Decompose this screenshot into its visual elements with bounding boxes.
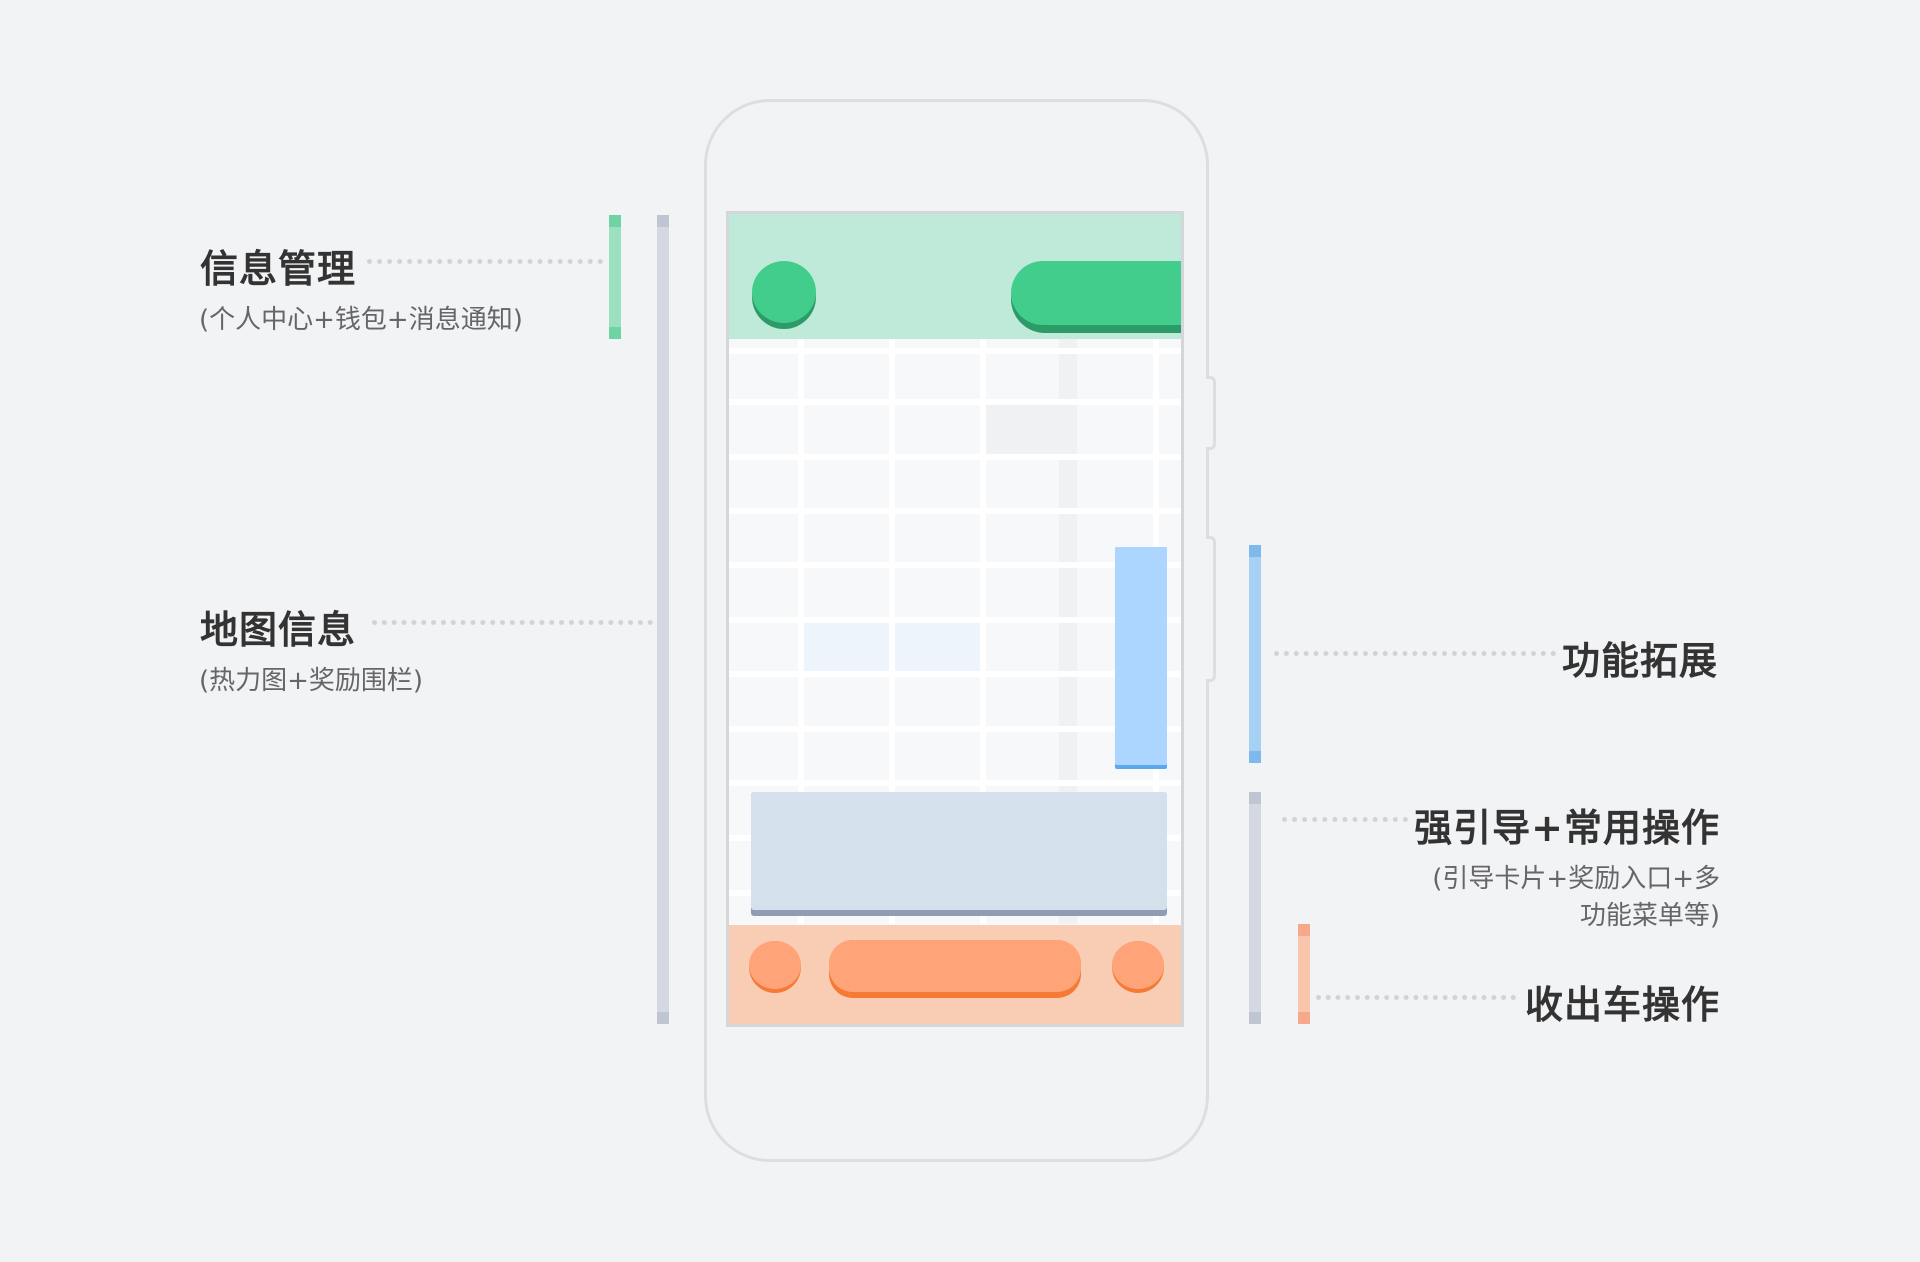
- map-road: [729, 617, 1181, 623]
- function-extension-title: 功能拓展: [1562, 639, 1719, 683]
- map-road: [729, 780, 1181, 786]
- map-road: [729, 562, 1181, 568]
- function-extension-panel[interactable]: [1115, 547, 1167, 765]
- map-road: [889, 339, 895, 924]
- info-management-leader-line: [367, 259, 603, 264]
- start-stop-button[interactable]: [829, 940, 1081, 992]
- parking-bracket: [1298, 924, 1310, 1024]
- info-management-zone: [729, 214, 1181, 339]
- heatmap-cell: [804, 623, 889, 671]
- phone-side-button-bottom: [1206, 536, 1216, 682]
- function-extension-leader-line: [1274, 651, 1556, 656]
- map-info-bracket: [657, 215, 669, 1024]
- map-road: [980, 339, 986, 924]
- guidance-subtitle-line1: (引导卡片+奖励入口+多: [1432, 864, 1720, 894]
- map-road: [729, 508, 1181, 514]
- map-info-title: 地图信息: [200, 608, 357, 652]
- map-road: [729, 348, 1181, 354]
- parking-leader-line: [1316, 995, 1516, 1000]
- map-main-road: [1059, 339, 1077, 924]
- guidance-leader-line: [1282, 817, 1408, 822]
- parking-title: 收出车操作: [1524, 983, 1720, 1027]
- map-building: [986, 405, 1059, 454]
- map-road: [729, 399, 1181, 405]
- map-road: [798, 339, 804, 924]
- info-management-subtitle: (个人中心+钱包+消息通知): [199, 305, 523, 335]
- phone-side-button-top: [1206, 376, 1216, 450]
- map-road: [729, 454, 1181, 460]
- wallet-message-pill[interactable]: [1011, 261, 1181, 325]
- left-action-button[interactable]: [749, 941, 801, 989]
- info-management-bracket: [609, 215, 621, 339]
- guidance-title: 强引导+常用操作: [1414, 806, 1720, 850]
- parking-action-zone: [729, 925, 1181, 1024]
- function-extension-bracket: [1249, 545, 1261, 763]
- map-road: [729, 671, 1181, 677]
- map-info-leader-line: [372, 620, 653, 625]
- map-road: [729, 726, 1181, 732]
- guide-card[interactable]: [751, 792, 1167, 910]
- guidance-subtitle-line2: 功能菜单等): [1579, 901, 1720, 931]
- right-action-button[interactable]: [1112, 941, 1164, 989]
- map-info-subtitle: (热力图+奖励围栏): [199, 666, 424, 696]
- info-management-title: 信息管理: [200, 247, 357, 291]
- guidance-bracket: [1249, 792, 1261, 1024]
- heatmap-cell: [895, 623, 980, 671]
- avatar[interactable]: [752, 261, 816, 323]
- phone-screen: [726, 211, 1184, 1027]
